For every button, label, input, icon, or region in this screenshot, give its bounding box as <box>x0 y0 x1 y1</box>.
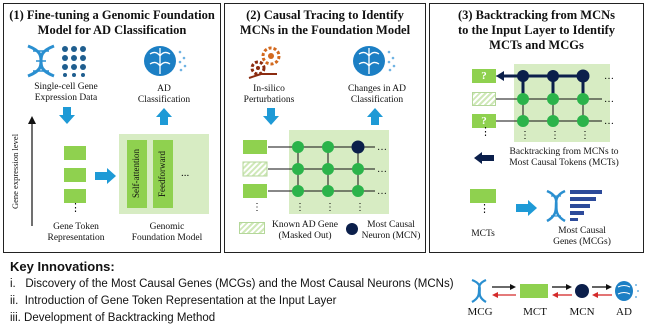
axis-label-expression: Gene expression level <box>10 133 20 209</box>
panel-fine-tuning: (1) Fine-tuning a Genomic Foundation Mod… <box>3 3 221 253</box>
svg-text:⋮: ⋮ <box>325 202 335 213</box>
foundation-model-block: Self-attention Feedforward ... <box>119 134 209 214</box>
svg-text:…: … <box>377 164 387 175</box>
caption-single-cell: Single-cell Gene Expression Data <box>34 82 98 103</box>
panel3-title-line2: to the Input Layer to Identify <box>457 23 616 37</box>
svg-text:⋮: ⋮ <box>580 130 590 141</box>
legend-mcn-label: Most Causal Neuron (MCN) <box>361 220 421 241</box>
perturbation-gear-icon <box>248 46 281 79</box>
gene-token-bar <box>64 146 86 160</box>
arrow-right-icon <box>95 168 116 184</box>
svg-text:⋮: ⋮ <box>295 202 305 213</box>
svg-text:⋮: ⋮ <box>520 130 530 141</box>
caption-perturbations: In-silico Perturbations <box>243 84 295 105</box>
chain-label-ad: AD <box>616 306 632 318</box>
chain-legend-graphic <box>471 278 639 303</box>
caption-mcgs: Most Causal Genes (MCGs) <box>553 226 611 247</box>
arrow-up-icon <box>156 108 172 125</box>
gene-token-bar <box>64 189 86 203</box>
legend-known-gene-swatch <box>239 222 265 234</box>
caption-foundation-model: Genomic Foundation Model <box>131 222 203 243</box>
dna-icon <box>27 44 55 78</box>
cell-matrix-icon <box>62 46 86 77</box>
panel1-title-line2: Model for AD Classification <box>37 23 187 37</box>
mct-token-bar <box>470 189 496 203</box>
brain-icon <box>144 46 187 76</box>
neural-network-graph: … … … ⋮ ⋮ ⋮ ⋮ <box>242 130 389 214</box>
ellipsis-vertical: ⋮ <box>70 202 81 214</box>
backtracking-network-graph: … … … ⋮ ⋮ ⋮ <box>496 64 614 142</box>
chain-label-mct: MCT <box>523 306 547 318</box>
svg-text:…: … <box>604 94 614 105</box>
svg-text:⋮: ⋮ <box>355 202 365 213</box>
svg-text:…: … <box>377 142 387 153</box>
svg-text:⋮: ⋮ <box>550 130 560 141</box>
panel2-title-line2: MCNs in the Foundation Model <box>239 23 411 37</box>
unknown-token: ? <box>472 114 496 128</box>
arrow-up-icon <box>367 108 383 125</box>
innovation-item: iii. Development of Backtracking Method <box>10 312 216 324</box>
panel3-title-line1: (3) Backtracking from MCNs <box>457 8 616 22</box>
svg-text:…: … <box>604 116 614 127</box>
gene-token-bar <box>64 168 86 182</box>
unknown-token: ? <box>472 69 496 83</box>
brain-icon <box>353 46 396 76</box>
caption-mcts: MCTs <box>471 229 495 239</box>
mcn-legend-dot <box>346 223 358 235</box>
caption-backtracking: Backtracking from MCNs to Most Causal To… <box>509 147 619 168</box>
ellipsis-vertical: ⋮ <box>479 203 490 215</box>
panel1-title-line1: (1) Fine-tuning a Genomic Foundation <box>9 8 215 22</box>
chain-label-mcn: MCN <box>569 306 595 318</box>
self-attention-layer: Self-attention <box>127 140 147 208</box>
ellipsis: ... <box>181 167 190 179</box>
masked-token <box>472 92 496 106</box>
arrow-down-icon <box>263 108 279 125</box>
ellipsis-vertical: ⋮ <box>480 126 491 138</box>
expression-axis-arrow <box>28 116 36 226</box>
panel-causal-tracing: (2) Causal Tracing to Identify MCNs in t… <box>224 3 426 253</box>
caption-changes-ad: Changes in AD Classification <box>347 84 407 105</box>
innovation-item: i. Discovery of the Most Causal Genes (M… <box>10 278 454 290</box>
panel3-title-line3: MCTs and MCGs <box>489 38 584 52</box>
svg-text:⋮: ⋮ <box>252 202 262 213</box>
feedforward-layer: Feedforward <box>153 140 173 208</box>
svg-text:…: … <box>604 71 614 82</box>
ranking-bars-icon <box>570 190 602 221</box>
panel-backtracking: (3) Backtracking from MCNs to the Input … <box>429 3 644 253</box>
caption-gene-token: Gene Token Representation <box>47 222 105 243</box>
innovations-heading: Key Innovations: <box>10 259 115 274</box>
arrow-down-icon <box>59 107 75 124</box>
legend-known-gene-label: Known AD Gene (Masked Out) <box>272 220 338 241</box>
innovation-item: ii. Introduction of Gene Token Represent… <box>10 295 337 307</box>
dna-icon <box>546 189 566 223</box>
caption-ad-classification: AD Classification <box>137 84 191 105</box>
arrow-right-icon <box>516 200 537 216</box>
backtrack-arrow-icon <box>474 152 494 164</box>
chain-label-mcg: MCG <box>467 306 493 318</box>
svg-text:…: … <box>377 186 387 197</box>
panel2-title-line1: (2) Causal Tracing to Identify <box>246 8 404 22</box>
